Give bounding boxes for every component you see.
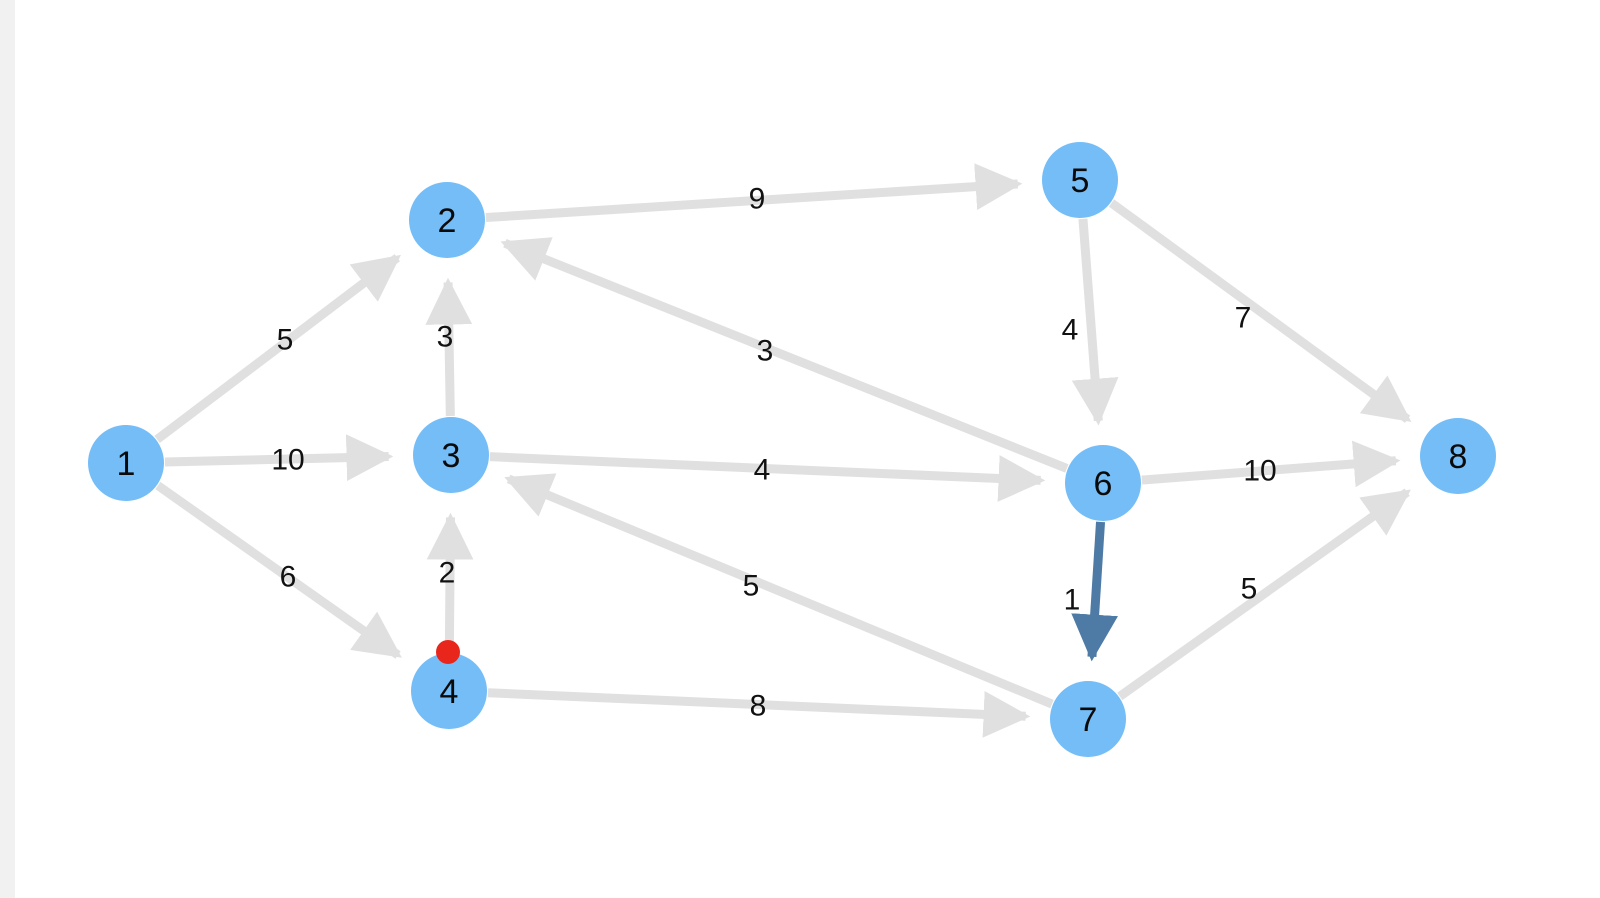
edge-3-to-6[interactable]	[489, 452, 1046, 502]
node-circle-1[interactable]	[88, 425, 164, 501]
nodes-layer: 1 2 3 4 5 6 7 8	[88, 142, 1496, 757]
node-label-6: 6	[1094, 465, 1113, 503]
graph-node-8[interactable]: 8	[1420, 418, 1496, 494]
edge-6-to-7[interactable]	[1071, 521, 1118, 662]
edge-3-to-2[interactable]	[425, 277, 473, 417]
edge-1-to-2[interactable]	[154, 254, 401, 444]
edge-weight-label-6-7: 1	[1064, 584, 1081, 617]
edge-weight-label-7-8: 5	[1241, 573, 1258, 606]
edge-weight-label-3-6: 4	[754, 454, 771, 487]
node-circle-5[interactable]	[1042, 142, 1118, 218]
node-label-4: 4	[440, 673, 459, 711]
node-circle-6[interactable]	[1065, 445, 1141, 521]
edge-4-to-3[interactable]	[426, 512, 474, 653]
graph-node-2[interactable]: 2	[409, 182, 485, 258]
node-circle-7[interactable]	[1050, 681, 1126, 757]
graph-node-5[interactable]: 5	[1042, 142, 1118, 218]
edge-weight-label-5-8: 7	[1235, 302, 1252, 335]
edge-7-to-3[interactable]	[504, 473, 1054, 709]
edge-weight-label-2-5: 9	[749, 183, 766, 216]
edge-weight-label-1-2: 5	[277, 324, 294, 357]
edge-5-to-8[interactable]	[1108, 199, 1412, 423]
node-circle-4[interactable]	[411, 653, 487, 729]
graph-node-7[interactable]: 7	[1050, 681, 1126, 757]
edge-weight-label-4-3: 2	[439, 557, 456, 590]
edge-labels-layer: 5 10 6 3 9 3 2 4 5 4 7 10 1 8 5	[271, 183, 1276, 723]
edge-weight-label-6-2: 3	[757, 335, 774, 368]
edge-weight-label-6-8: 10	[1243, 455, 1276, 488]
edge-7-to-8[interactable]	[1117, 488, 1411, 701]
edge-weight-label-1-4: 6	[280, 561, 297, 594]
edge-weight-label-3-2: 3	[437, 321, 454, 354]
node-circle-3[interactable]	[413, 417, 489, 493]
edge-1-to-4[interactable]	[155, 481, 402, 659]
node-label-5: 5	[1071, 162, 1090, 200]
node-label-3: 3	[442, 437, 461, 475]
edge-4-to-7[interactable]	[487, 688, 1031, 738]
node-label-2: 2	[438, 202, 457, 240]
edge-weight-label-5-6: 4	[1062, 314, 1079, 347]
node-label-7: 7	[1079, 701, 1098, 739]
node-circle-2[interactable]	[409, 182, 485, 258]
edge-5-to-6[interactable]	[1071, 218, 1119, 426]
node-circle-8[interactable]	[1420, 418, 1496, 494]
graph-node-4[interactable]: 4	[411, 653, 487, 729]
graph-node-6[interactable]: 6	[1065, 445, 1141, 521]
node-label-8: 8	[1449, 438, 1468, 476]
edge-6-to-8[interactable]	[1141, 440, 1401, 488]
markers-layer	[436, 640, 460, 664]
edge-2-to-5[interactable]	[485, 163, 1023, 223]
edge-weight-label-1-3: 10	[271, 444, 304, 477]
graph-node-1[interactable]: 1	[88, 425, 164, 501]
node-label-1: 1	[117, 445, 136, 483]
edge-6-to-2[interactable]	[500, 237, 1069, 473]
edge-weight-label-4-7: 8	[750, 690, 767, 723]
left-edge-strip	[0, 0, 15, 898]
edge-weight-label-7-3: 5	[743, 570, 760, 603]
marker-node-4[interactable]	[436, 640, 460, 664]
edge-1-to-3[interactable]	[164, 434, 394, 481]
edges-layer	[154, 163, 1412, 738]
graph-node-3[interactable]: 3	[413, 417, 489, 493]
